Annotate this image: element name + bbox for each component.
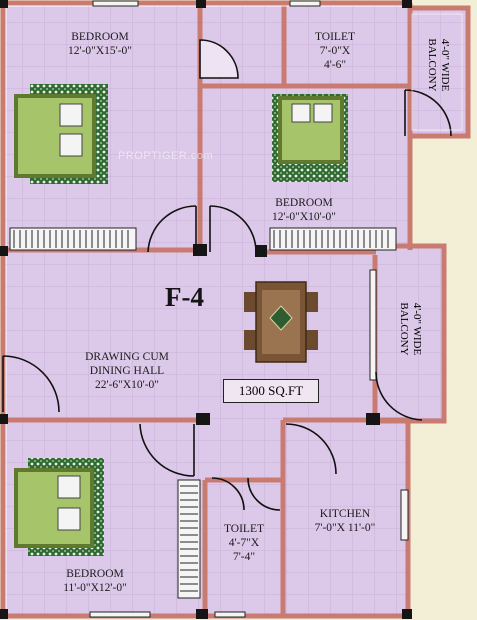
watermark: PROPTIGER.com bbox=[118, 150, 214, 162]
room-name: TOILET bbox=[314, 31, 356, 43]
room-name-line2: DINING HALL bbox=[89, 365, 165, 377]
room-size-line1: 7'-0"X bbox=[319, 45, 351, 57]
room-size: 12'-0"X10'-0" bbox=[272, 211, 336, 223]
room-name: BEDROOM bbox=[71, 31, 129, 43]
room-name: BEDROOM bbox=[66, 568, 124, 580]
room-size: 7'-0"X 11'-0" bbox=[314, 522, 376, 534]
bed-top-left bbox=[14, 84, 108, 184]
room-size-line2: 7'-4" bbox=[232, 551, 256, 563]
room-hall-label: DRAWING CUM DINING HALL 22'-6"X10'-0" bbox=[72, 350, 182, 392]
room-name: BEDROOM bbox=[275, 197, 333, 209]
room-size-line1: 4'-7"X bbox=[228, 537, 260, 549]
room-name-line1: DRAWING CUM bbox=[85, 351, 169, 363]
room-name: TOILET bbox=[223, 523, 265, 535]
dining-table bbox=[244, 281, 318, 363]
area-badge: 1300 SQ.FT bbox=[223, 379, 319, 403]
balcony-line1: 4'-0" WIDE bbox=[411, 302, 423, 356]
kitchen-floor bbox=[283, 420, 408, 616]
balcony-top-floor bbox=[408, 8, 468, 136]
room-kitchen-label: KITCHEN 7'-0"X 11'-0" bbox=[295, 507, 395, 535]
balcony-right-label: 4'-0" WIDE BALCONY bbox=[397, 285, 423, 373]
room-toilet-2-label: TOILET 4'-7"X 7'-4" bbox=[212, 522, 276, 564]
doors bbox=[2, 39, 452, 511]
balcony-top-label: 4'-0" WIDE BALCONY bbox=[425, 21, 451, 109]
room-size: 22'-6"X10'-0" bbox=[95, 379, 159, 391]
room-bedroom-2-label: BEDROOM 12'-0"X10'-0" bbox=[258, 196, 350, 224]
room-bedroom-3-label: BEDROOM 11'-0"X12'-0" bbox=[45, 567, 145, 595]
balcony-line2: BALCONY bbox=[426, 38, 438, 92]
balcony-right-floor bbox=[376, 246, 444, 421]
bed-bottom-left bbox=[14, 458, 104, 556]
room-size: 11'-0"X12'-0" bbox=[63, 582, 127, 594]
balcony-line2: BALCONY bbox=[398, 302, 410, 356]
plan-title: F-4 bbox=[165, 282, 204, 312]
room-name: KITCHEN bbox=[319, 508, 371, 520]
room-size-line2: 4'-6" bbox=[323, 59, 347, 71]
room-size: 12'-0"X15'-0" bbox=[68, 45, 132, 57]
balcony-line1: 4'-0" WIDE bbox=[439, 38, 451, 92]
room-bedroom-1-label: BEDROOM 12'-0"X15'-0" bbox=[55, 30, 145, 58]
room-toilet-1-label: TOILET 7'-0"X 4'-6" bbox=[305, 30, 365, 72]
bed-top-right bbox=[272, 94, 348, 182]
